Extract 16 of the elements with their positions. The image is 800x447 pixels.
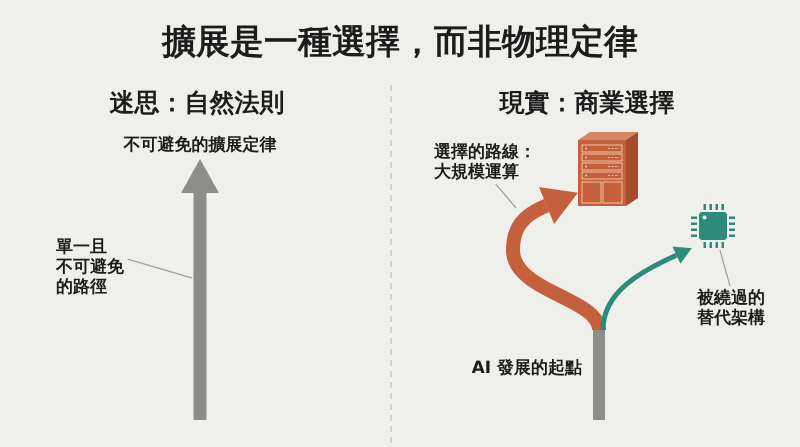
annotation-text: 選擇的路線：大規模運算 bbox=[434, 142, 537, 182]
leader-line bbox=[128, 258, 192, 279]
start-label: AI 發展的起點 bbox=[472, 358, 582, 378]
panel-heading: 迷思：自然法則 bbox=[110, 88, 284, 118]
server-icon bbox=[578, 132, 638, 206]
arrow bbox=[181, 159, 219, 420]
title: 擴展是一種選擇，而非物理定律 bbox=[162, 22, 638, 62]
arrow-label: 不可避免的擴展定律 bbox=[124, 135, 276, 155]
annotation-text: 單一且不可避免的路徑 bbox=[56, 237, 125, 297]
arrow bbox=[600, 246, 692, 330]
chip-icon bbox=[690, 203, 736, 249]
leader-line bbox=[719, 250, 731, 286]
arrow bbox=[506, 187, 606, 332]
panel-heading: 現實：商業選擇 bbox=[500, 88, 674, 118]
annotation-text: 被繞過的替代架構 bbox=[697, 288, 766, 328]
leader-line bbox=[495, 184, 516, 208]
